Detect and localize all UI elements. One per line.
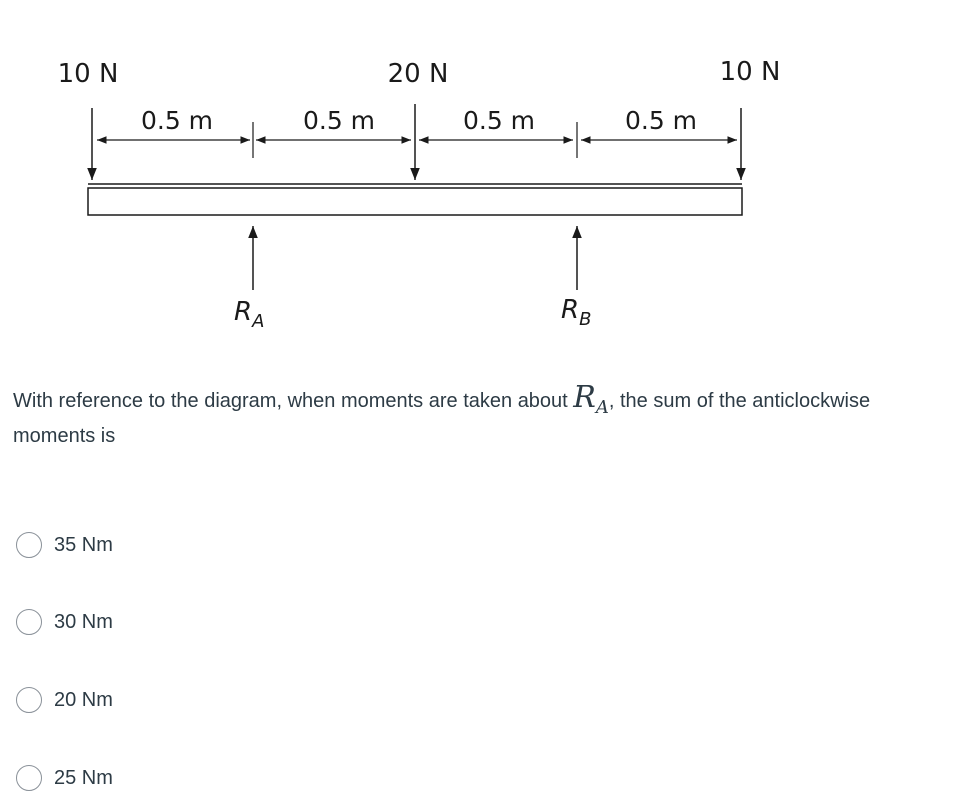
- radio-button[interactable]: [16, 532, 42, 558]
- question-math-r: R: [573, 380, 596, 415]
- span-label-4: 0.5 m: [625, 106, 697, 135]
- question-text-after: , the sum of the anticlockwise moments i…: [13, 390, 871, 447]
- question-text-before: With reference to the diagram, when mome…: [13, 390, 574, 412]
- reaction-label-a-sub: A: [251, 311, 264, 332]
- beam-diagram: 10 N 20 N 10 N 0.5 m 0.5 m 0.5 m 0.5 m R…: [58, 57, 781, 332]
- beam: [87, 183, 743, 216]
- reaction-label-b-sub: B: [579, 309, 591, 330]
- center-load-label: 20 N: [388, 59, 449, 89]
- span-label-1: 0.5 m: [141, 106, 213, 135]
- span-label-2: 0.5 m: [303, 106, 375, 135]
- answer-option-4[interactable]: 25 Nm: [16, 763, 113, 793]
- option-label: 25 Nm: [54, 766, 113, 789]
- radio-button[interactable]: [16, 765, 42, 791]
- option-label: 35 Nm: [54, 533, 113, 556]
- answer-option-3[interactable]: 20 Nm: [16, 685, 113, 715]
- question-math-sub: A: [595, 397, 609, 418]
- radio-button[interactable]: [16, 687, 42, 713]
- option-label: 20 Nm: [54, 688, 113, 711]
- reaction-label-b-main: R: [561, 295, 579, 325]
- radio-button[interactable]: [16, 609, 42, 635]
- reaction-label-a: RA: [234, 297, 264, 332]
- left-load-label: 10 N: [58, 59, 119, 89]
- right-load-label: 10 N: [720, 57, 781, 87]
- answer-option-2[interactable]: 30 Nm: [16, 607, 113, 637]
- span-label-3: 0.5 m: [463, 106, 535, 135]
- answer-option-1[interactable]: 35 Nm: [16, 530, 113, 560]
- reaction-label-b: RB: [561, 295, 591, 330]
- option-label: 30 Nm: [54, 610, 113, 633]
- reaction-label-a-main: R: [234, 297, 252, 327]
- dimension-arrows: [97, 122, 737, 158]
- question-text: With reference to the diagram, when mome…: [13, 383, 943, 453]
